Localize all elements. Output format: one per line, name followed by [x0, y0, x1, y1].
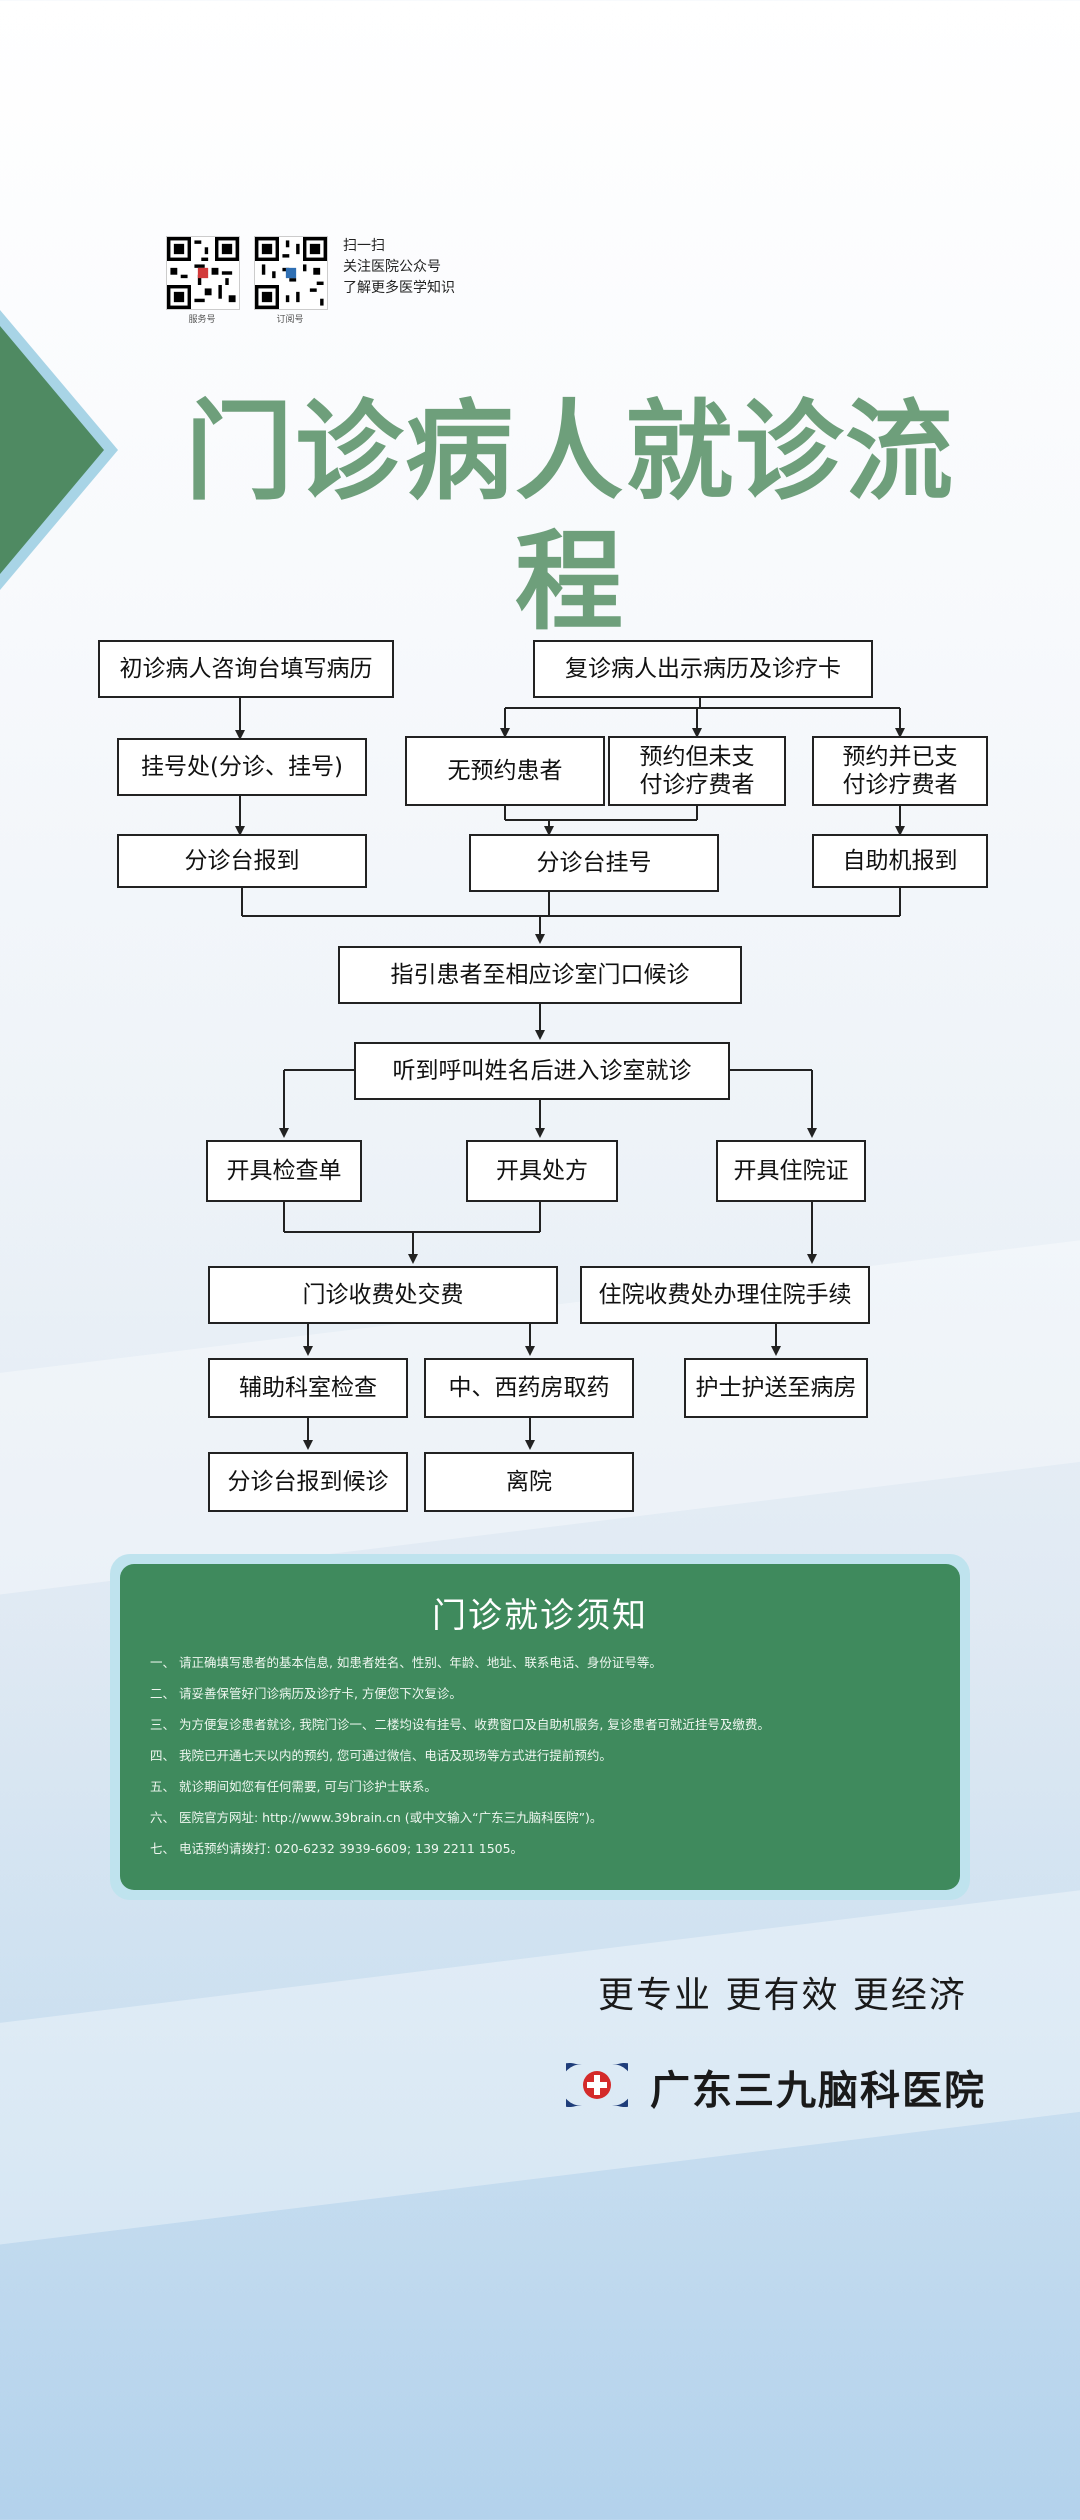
box-aux-exam: 辅助科室检查 — [208, 1358, 408, 1418]
notice-item: 二、 请妥善保管好门诊病历及诊疗卡, 方便您下次复诊。 — [150, 1686, 462, 1701]
qr-code-graphic — [167, 237, 239, 309]
notice-item: 六、 医院官方网址: http://www.39brain.cn (或中文输入“… — [150, 1810, 603, 1825]
box-appointment-unpaid: 预约但未支付诊疗费者 — [608, 736, 786, 806]
notice-item: 五、 就诊期间如您有任何需要, 可与门诊护士联系。 — [150, 1779, 437, 1794]
box-triage-register: 分诊台挂号 — [469, 834, 719, 892]
box-no-appointment: 无预约患者 — [405, 736, 605, 806]
notice-panel-body: 门诊就诊须知 一、 请正确填写患者的基本信息, 如患者姓名、性别、年龄、地址、联… — [120, 1564, 960, 1890]
box-pay: 门诊收费处交费 — [208, 1266, 558, 1324]
qr-label-subscription: 订阅号 — [276, 315, 304, 325]
slogan: 更专业 更有效 更经济 — [598, 1975, 967, 2016]
hospital-logo-icon — [566, 2063, 628, 2107]
box-triage-report: 分诊台报到 — [117, 834, 367, 888]
qr-caption-line: 了解更多医学知识 — [343, 280, 455, 296]
qr-caption: 扫一扫 关注医院公众号 了解更多医学知识 — [343, 236, 455, 299]
box-prescription: 开具处方 — [466, 1140, 618, 1202]
notice-item: 四、 我院已开通七天以内的预约, 您可通过微信、电话及现场等方式进行提前预约。 — [150, 1748, 612, 1763]
box-first-visit: 初诊病人咨询台填写病历 — [98, 640, 394, 698]
box-admission: 开具住院证 — [716, 1140, 866, 1202]
notice-list: 一、 请正确填写患者的基本信息, 如患者姓名、性别、年龄、地址、联系电话、身份证… — [150, 1652, 770, 1869]
qr-code-service — [166, 236, 240, 310]
box-register: 挂号处(分诊、挂号) — [117, 738, 367, 796]
box-return-visit: 复诊病人出示病历及诊疗卡 — [533, 640, 873, 698]
qr-caption-line: 扫一扫 — [343, 238, 385, 254]
box-guide: 指引患者至相应诊室门口候诊 — [338, 946, 742, 1004]
notice-title: 门诊就诊须知 — [432, 1596, 648, 1636]
box-call: 听到呼叫姓名后进入诊室就诊 — [354, 1042, 730, 1100]
page-title: 门诊病人就诊流程 — [184, 390, 955, 645]
box-exam-order: 开具检查单 — [206, 1140, 362, 1202]
box-appointment-paid: 预约并已支付诊疗费者 — [812, 736, 988, 806]
decorative-arrow — [0, 310, 118, 590]
qr-code-subscription — [254, 236, 328, 310]
notice-item: 一、 请正确填写患者的基本信息, 如患者姓名、性别、年龄、地址、联系电话、身份证… — [150, 1655, 662, 1670]
notice-panel: 门诊就诊须知 一、 请正确填写患者的基本信息, 如患者姓名、性别、年龄、地址、联… — [110, 1554, 970, 1900]
box-pharmacy: 中、西药房取药 — [424, 1358, 634, 1418]
qr-caption-line: 关注医院公众号 — [343, 259, 441, 275]
notice-item: 三、 为方便复诊患者就诊, 我院门诊一、二楼均设有挂号、收费窗口及自助机服务, … — [150, 1717, 770, 1732]
box-leave: 离院 — [424, 1452, 634, 1512]
box-self-service: 自助机报到 — [812, 834, 988, 888]
flow-connectors — [235, 698, 905, 1450]
qr-label-service: 服务号 — [188, 315, 216, 325]
hospital-name: 广东三九脑科医院 — [650, 2068, 986, 2114]
box-nurse-escort: 护士护送至病房 — [684, 1358, 868, 1418]
box-triage-wait: 分诊台报到候诊 — [208, 1452, 408, 1512]
qr-code-graphic — [255, 237, 327, 309]
notice-item: 七、 电话预约请拨打: 020-6232 3939-6609; 139 2211… — [150, 1841, 524, 1856]
box-admission-desk: 住院收费处办理住院手续 — [580, 1266, 870, 1324]
